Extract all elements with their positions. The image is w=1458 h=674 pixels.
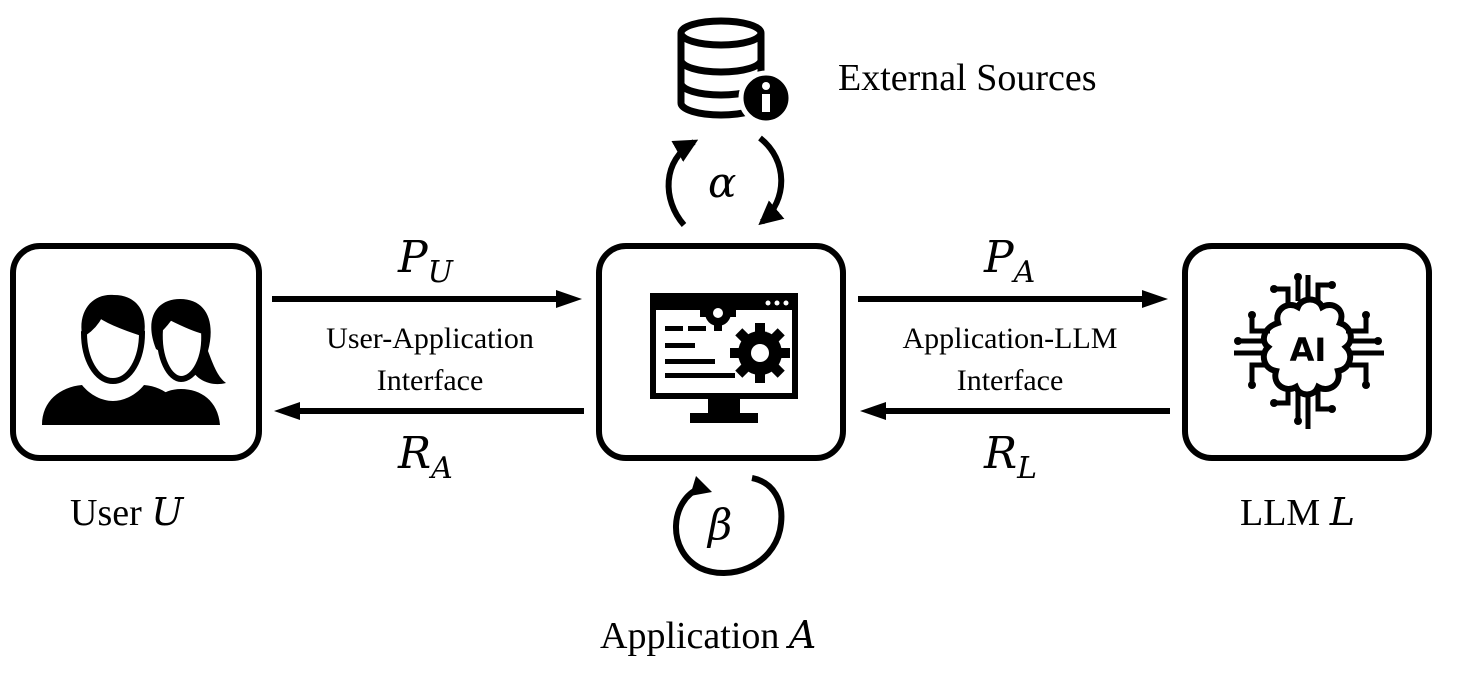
alpha-label: α [708,158,737,207]
beta-loop-arrow [673,475,785,576]
response-app-sub: A [431,451,453,486]
svg-text:AI: AI [1290,331,1327,369]
llm-box: AI [1182,243,1432,461]
beta-label: β [708,500,733,549]
database-info-icon [677,17,794,126]
user-app-interface-line1: User-Application [326,322,534,355]
user-var: U [151,490,184,534]
prompt-app-label: PA [984,232,1035,290]
application-var: A [788,613,817,657]
computer-gear-icon [650,293,798,423]
arrow-app-to-user [274,402,584,420]
external-sources-label: External Sources [838,57,1097,99]
response-llm-label: RL [984,428,1037,486]
app-llm-interface-line2: Interface [956,364,1064,397]
response-app-sym: R [398,428,432,479]
response-llm-sym: R [984,428,1018,479]
prompt-app-sym: P [984,232,1014,283]
users-icon [42,294,226,425]
prompt-user-sub: U [427,255,453,290]
llm-label: LLM L [1240,490,1355,535]
llm-var: L [1329,490,1355,534]
user-label-text: User [70,492,152,534]
application-box [596,243,846,461]
app-llm-interface-line1: Application-LLM [902,322,1118,355]
arrow-app-to-llm [858,290,1168,308]
user-app-interface-line2: Interface [376,364,484,397]
prompt-app-sub: A [1013,255,1036,290]
llm-label-text: LLM [1240,492,1330,534]
arrow-llm-to-app [860,402,1170,420]
application-label: Application A [600,613,816,658]
response-app-label: RA [398,428,453,486]
prompt-user-label: PU [398,232,453,290]
user-app-interface-label: User-Application Interface [280,318,580,402]
alpha-loop-arrows [665,135,785,227]
prompt-user-sym: P [398,232,428,283]
app-llm-interface-label: Application-LLM Interface [860,318,1160,402]
user-label: User U [70,490,183,535]
ai-chip-icon: AI [1234,273,1384,429]
external-sources-node [676,15,796,126]
response-llm-sub: L [1017,451,1038,486]
application-label-text: Application [600,615,789,657]
arrow-user-to-app [272,290,582,308]
user-box [10,243,262,461]
